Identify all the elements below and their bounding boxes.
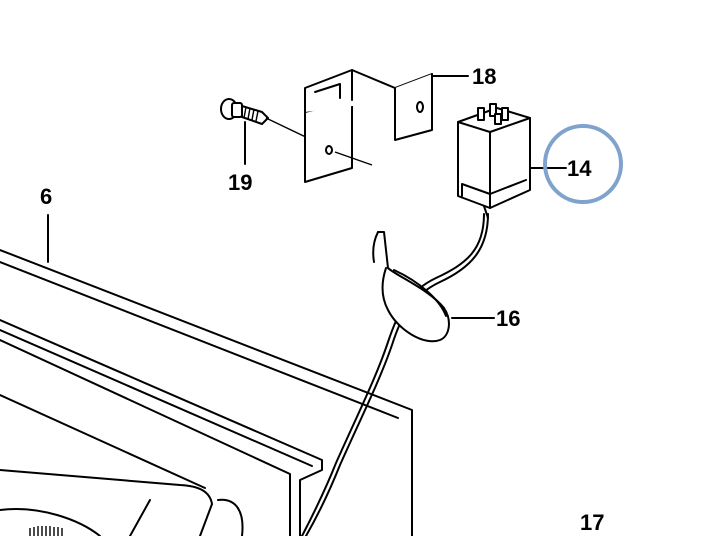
screw-19: [220, 98, 313, 141]
callout-14: 14: [567, 156, 592, 181]
highlight-circle: [543, 124, 623, 204]
callout-18: 18: [472, 64, 496, 89]
callout-6: 6: [40, 184, 52, 209]
callout-17: 17: [580, 510, 604, 535]
cable-tie-16: [301, 213, 489, 536]
bracket-18: [304, 69, 433, 183]
relay-14: [457, 103, 531, 219]
callout-19: 19: [228, 170, 252, 195]
callout-16: 16: [496, 306, 520, 331]
housing-panel: [0, 249, 413, 536]
